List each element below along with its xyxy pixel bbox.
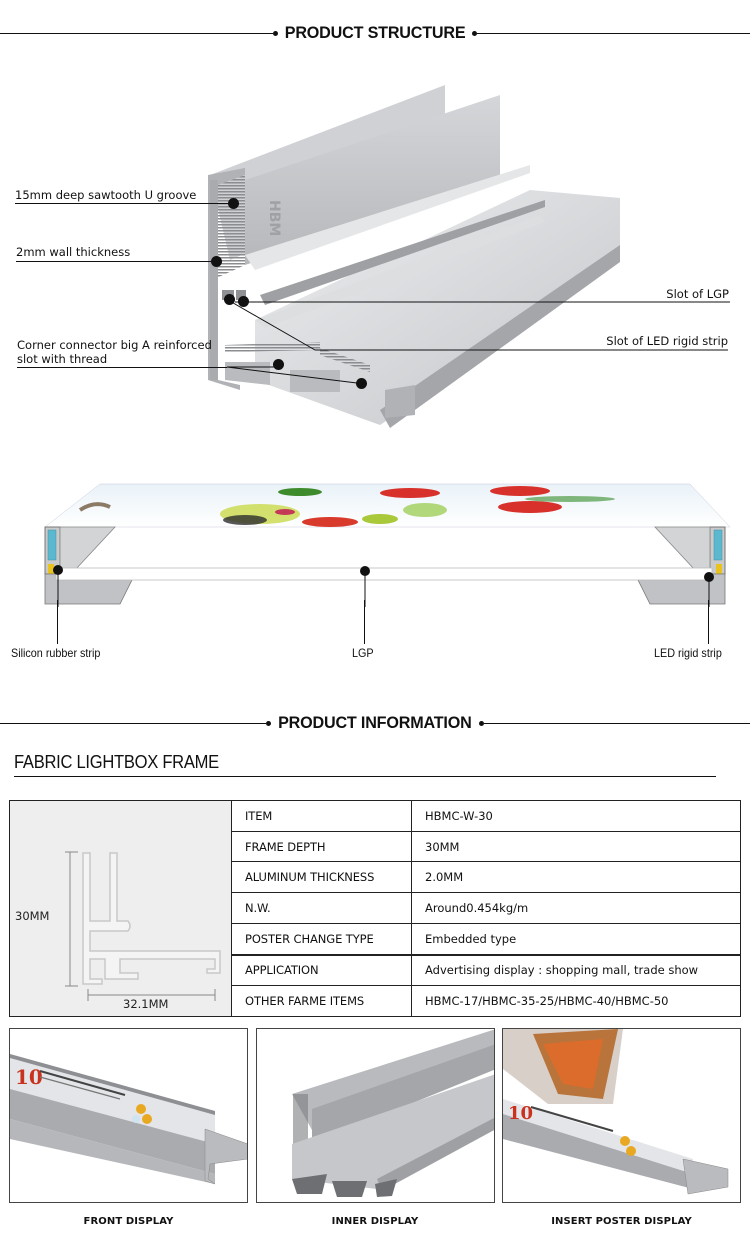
gallery-item-insert-poster: 10 INSERT POSTER DISPLAY [502, 1028, 741, 1227]
dimension-width-label: 32.1MM [123, 997, 169, 1011]
spec-value: HBMC-17/HBMC-35-25/HBMC-40/HBMC-50 [425, 994, 669, 1009]
callout-sawtooth-groove: 15mm deep sawtooth U groove [15, 188, 197, 202]
divider-line [0, 722, 267, 724]
spec-row-poster-change-type: POSTER CHANGE TYPE Embedded type [232, 923, 740, 956]
spec-key: FRAME DEPTH [232, 831, 412, 862]
divider-dot [478, 720, 484, 726]
product-name-underline [14, 776, 716, 777]
spec-row-item: ITEM HBMC-W-30 [232, 801, 740, 832]
divider-dot [472, 30, 478, 36]
profile-dimension-diagram: 30MM 32.1MM [10, 801, 232, 1016]
spec-key: N.W. [232, 893, 412, 923]
spec-table: ITEM HBMC-W-30 FRAME DEPTH 30MM ALUMINUM… [232, 801, 740, 1017]
divider-line [477, 32, 750, 34]
gallery-caption: FRONT DISPLAY [83, 1216, 174, 1227]
front-display-photo: 10 [9, 1028, 248, 1203]
callout-leader-lines [226, 299, 730, 385]
gallery-item-inner: INNER DISPLAY [255, 1028, 495, 1227]
divider-dot [266, 720, 272, 726]
section-header-information: PRODUCT INFORMATION [0, 713, 750, 733]
front-display-illustration: 10 [10, 1054, 247, 1185]
callout-dot [211, 256, 222, 267]
callout-corner-connector-line2: slot with thread [17, 352, 108, 366]
leader-line-led [708, 600, 709, 644]
profile-3d-illustration: HBM [208, 85, 620, 428]
label-silicon-rubber-strip: Silicon rubber strip [11, 646, 101, 660]
product-name: FABRIC LIGHTBOX FRAME [14, 752, 219, 772]
spec-value: Advertising display : shopping mall, tra… [425, 963, 699, 978]
divider-dot [272, 30, 278, 36]
spec-row-net-weight: N.W. Around0.454kg/m [232, 893, 740, 924]
spec-key: APPLICATION [232, 955, 412, 986]
insert-poster-display-photo: 10 [502, 1028, 741, 1203]
section-header-structure: PRODUCT STRUCTURE [0, 23, 750, 43]
display-gallery: 10 FRONT DISPLAY INNER D [9, 1028, 741, 1227]
callout-line [17, 367, 227, 368]
label-lgp: LGP [352, 646, 374, 660]
gallery-caption: INSERT POSTER DISPLAY [551, 1216, 692, 1227]
brand-badge: 10 [15, 1065, 43, 1089]
spec-value: Embedded type [425, 931, 517, 946]
brand-badge: 10 [508, 1103, 533, 1124]
divider-line [483, 722, 750, 724]
spec-key: POSTER CHANGE TYPE [232, 923, 412, 954]
callout-dot [228, 198, 239, 209]
inner-display-illustration [291, 1029, 494, 1197]
lightbox-cross-section-illustration [44, 483, 730, 607]
dimension-height-label: 30MM [15, 909, 50, 923]
callout-dot [356, 378, 367, 389]
label-led-rigid-strip: LED rigid strip [654, 646, 722, 660]
callout-wall-thickness: 2mm wall thickness [16, 245, 131, 259]
callout-slot-lgp: Slot of LGP [666, 287, 729, 301]
leader-line-lgp [364, 600, 365, 644]
spec-row-frame-depth: FRAME DEPTH 30MM [232, 831, 740, 863]
inner-display-photo [255, 1028, 495, 1203]
callout-line [16, 261, 216, 262]
spec-value: Around0.454kg/m [425, 901, 529, 916]
callout-dot [224, 294, 235, 305]
spec-row-aluminum-thickness: ALUMINUM THICKNESS 2.0MM [232, 862, 740, 894]
engraved-mark: HBM [266, 200, 282, 236]
callout-corner-connector-line1: Corner connector big A reinforced [17, 338, 212, 352]
divider-line [0, 32, 273, 34]
spec-key: ALUMINUM THICKNESS [232, 862, 412, 893]
section-title: PRODUCT STRUCTURE [284, 23, 466, 42]
spec-key: ITEM [232, 801, 412, 831]
leader-line-silicon [57, 600, 58, 644]
spec-table-container: 30MM 32.1MM ITEM HBMC-W-30 FRAME DEPTH 3… [9, 800, 741, 1017]
spec-value: HBMC-W-30 [425, 808, 493, 823]
section-title: PRODUCT INFORMATION [278, 713, 472, 732]
callout-dot [238, 296, 249, 307]
spec-key: OTHER FARME ITEMS [232, 986, 412, 1017]
gallery-caption: INNER DISPLAY [331, 1216, 419, 1227]
spec-value: 30MM [425, 839, 460, 854]
profile-outline-drawing [65, 851, 221, 1001]
callout-slot-led-strip: Slot of LED rigid strip [606, 334, 728, 348]
insert-poster-illustration: 10 [503, 1029, 729, 1195]
spec-row-other-items: OTHER FARME ITEMS HBMC-17/HBMC-35-25/HBM… [232, 986, 740, 1017]
gallery-item-front: 10 FRONT DISPLAY [9, 1028, 248, 1227]
callout-dot [273, 359, 284, 370]
callout-line [15, 203, 233, 204]
spec-value: 2.0MM [425, 870, 464, 885]
spec-row-application: APPLICATION Advertising display : shoppi… [232, 955, 740, 987]
